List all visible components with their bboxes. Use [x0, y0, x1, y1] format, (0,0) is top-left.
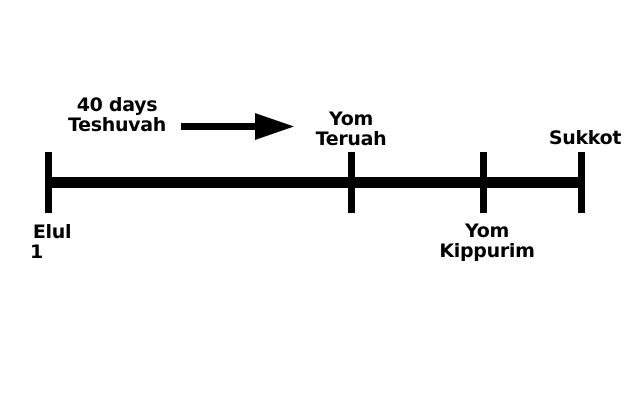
intro-label: 40 days Teshuvah — [62, 95, 172, 135]
tick-yom-kippurim — [480, 152, 487, 213]
tick-yom-teruah — [348, 152, 355, 213]
marker-label-elul-line1: Elul — [32, 221, 72, 243]
tick-elul — [45, 152, 52, 213]
marker-label-elul-line2: 1 — [30, 241, 43, 263]
marker-label-yom-teruah-line1: Yom — [329, 108, 373, 130]
intro-label-line2: Teshuvah — [67, 114, 167, 136]
marker-label-yom-teruah-line2: Teruah — [315, 128, 387, 150]
marker-label-elul: Elul 1 — [22, 222, 82, 262]
marker-label-sukkot-line1: Sukkot — [548, 127, 622, 149]
marker-label-yom-kippurim: Yom Kippurim — [432, 221, 542, 261]
marker-label-yom-teruah: Yom Teruah — [298, 109, 404, 149]
right-arrow-icon — [181, 113, 294, 140]
timeline-bar — [48, 177, 584, 188]
intro-label-line1: 40 days — [76, 94, 158, 116]
tick-sukkot — [578, 152, 585, 213]
marker-label-sukkot: Sukkot — [535, 128, 627, 148]
marker-label-yom-kippurim-line2: Kippurim — [439, 240, 535, 262]
marker-label-yom-kippurim-line1: Yom — [465, 220, 509, 242]
